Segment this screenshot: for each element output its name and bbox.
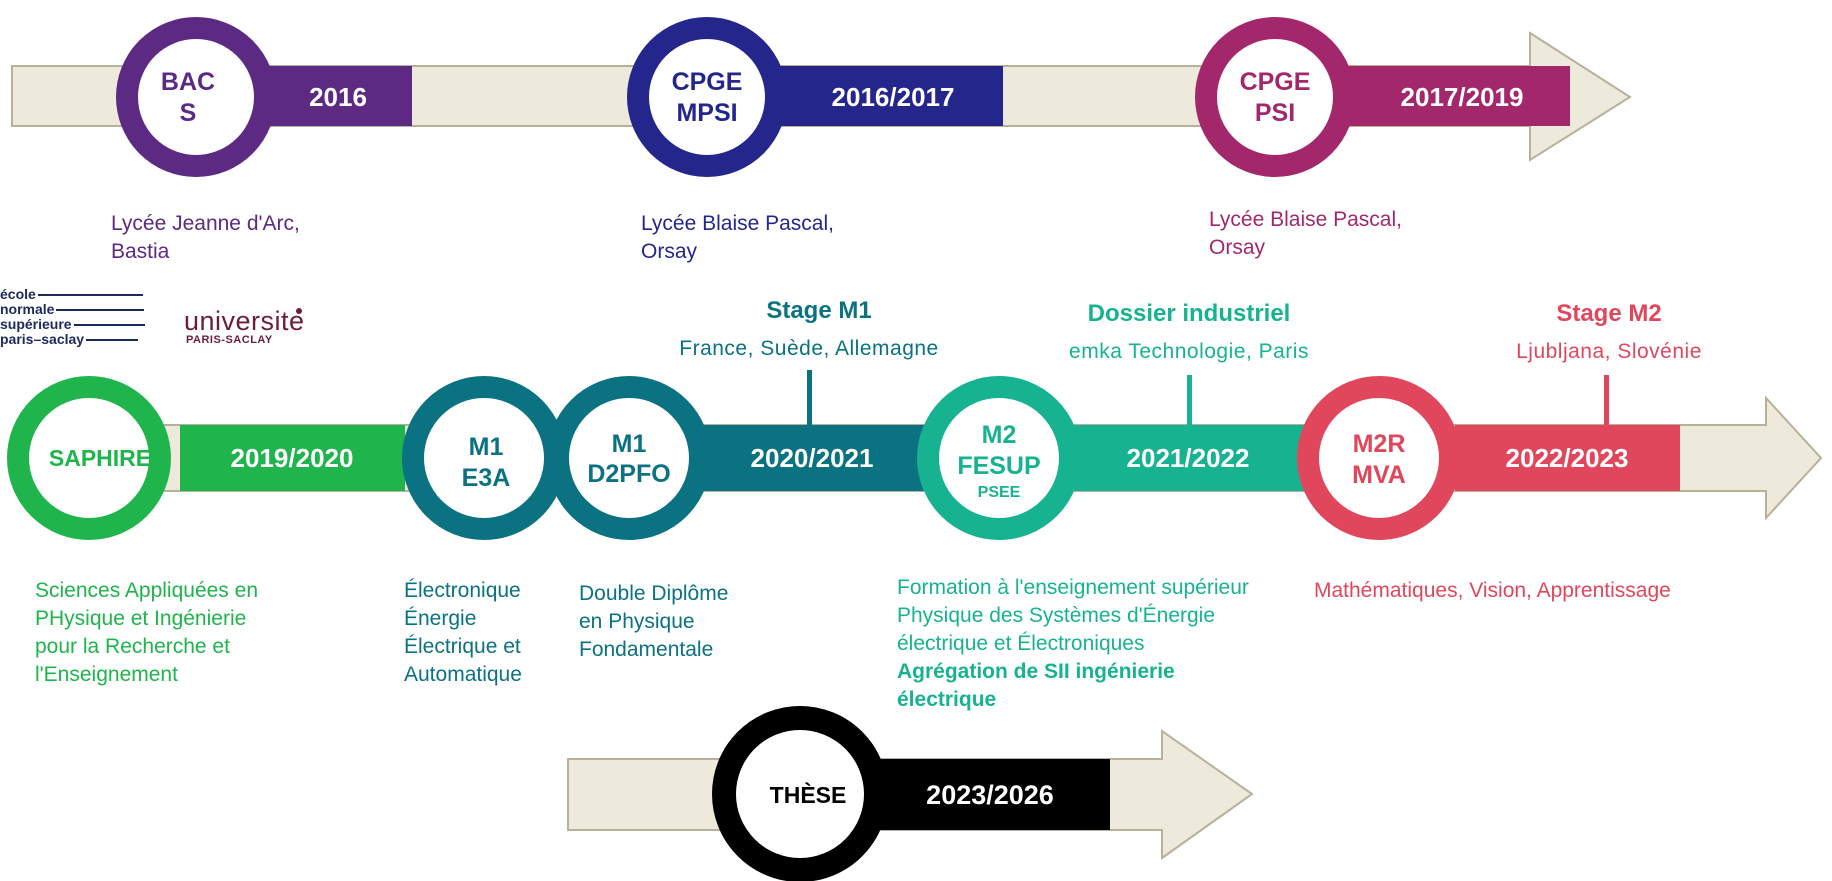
fesup-circle bbox=[917, 376, 1081, 540]
dossier-place: emka Technologie, Paris bbox=[1069, 340, 1309, 363]
ens-logo-line3: supérieure bbox=[0, 316, 72, 332]
dossier-title: Dossier industriel bbox=[1087, 300, 1291, 327]
saphire-description: Sciences Appliquées en PHysique et Ingén… bbox=[35, 579, 258, 686]
fesup-description-bold: Agrégation de SII ingénierie électrique bbox=[897, 660, 1175, 711]
d2pfo-years: 2020/2021 bbox=[751, 443, 874, 473]
bac-location: Lycée Jeanne d'Arc, Bastia bbox=[111, 212, 300, 263]
fesup-circle-line1: M2 bbox=[982, 421, 1017, 449]
saphire-years: 2019/2020 bbox=[231, 443, 354, 473]
d2pfo-circle bbox=[547, 376, 711, 540]
these-circle-label: THÈSE bbox=[770, 781, 847, 808]
ups-logo-dot bbox=[296, 308, 302, 314]
stage-m2-title: Stage M2 bbox=[1556, 300, 1662, 327]
mpsi-circle-line2: MPSI bbox=[676, 99, 737, 127]
ens-logo-line1: école bbox=[0, 286, 36, 302]
bac-circle bbox=[116, 17, 276, 177]
bac-circle-line1: BAC bbox=[161, 68, 215, 96]
fesup-years: 2021/2022 bbox=[1127, 443, 1250, 473]
bac-years: 2016 bbox=[309, 82, 367, 112]
e3a-circle-line2: E3A bbox=[462, 464, 511, 492]
d2pfo-circle-line2: D2PFO bbox=[587, 460, 670, 488]
fesup-circle-line3: PSEE bbox=[978, 484, 1021, 501]
psi-year-bar bbox=[1345, 66, 1570, 126]
bac-circle-line2: S bbox=[180, 99, 197, 127]
ens-logo-line2: normale bbox=[0, 301, 55, 317]
mva-years: 2022/2023 bbox=[1506, 443, 1629, 473]
mva-description: Mathématiques, Vision, Apprentissage bbox=[1314, 579, 1671, 602]
psi-location: Lycée Blaise Pascal, Orsay bbox=[1209, 208, 1402, 259]
ups-logo-line2: PARIS-SACLAY bbox=[186, 334, 273, 346]
d2pfo-description: Double Diplôme en Physique Fondamentale bbox=[579, 582, 729, 661]
ups-logo-line1: universite bbox=[184, 306, 305, 336]
stage-m1-tick bbox=[807, 370, 812, 426]
mpsi-location: Lycée Blaise Pascal, Orsay bbox=[641, 212, 834, 263]
mpsi-years: 2016/2017 bbox=[832, 82, 955, 112]
fesup-description: Formation à l'enseignement supérieur Phy… bbox=[897, 576, 1249, 655]
m1-year-bar bbox=[690, 425, 935, 491]
these-circle bbox=[712, 706, 888, 881]
these-year-bar bbox=[870, 759, 1110, 830]
saphire-circle-label: SAPHIRE bbox=[49, 445, 151, 471]
mva-year-bar bbox=[1455, 425, 1680, 491]
saphire-year-bar bbox=[180, 425, 405, 491]
psi-circle-line1: CPGE bbox=[1240, 68, 1311, 96]
bac-year-bar bbox=[265, 66, 412, 126]
stage-m2-place: Ljubljana, Slovénie bbox=[1516, 340, 1702, 363]
fesup-year-bar bbox=[1070, 425, 1325, 491]
ens-paris-saclay-logo: école normale supérieure paris–saclay bbox=[0, 287, 145, 347]
saphire-circle bbox=[7, 376, 171, 540]
stage-m1-title: Stage M1 bbox=[766, 297, 872, 324]
mva-circle bbox=[1297, 376, 1461, 540]
mpsi-circle-line1: CPGE bbox=[672, 68, 743, 96]
stage-m1-place: France, Suède, Allemagne bbox=[679, 337, 939, 360]
mpsi-year-bar bbox=[780, 66, 1003, 126]
these-years: 2023/2026 bbox=[926, 780, 1054, 810]
mpsi-circle bbox=[627, 17, 787, 177]
e3a-description: Électronique Énergie Électrique et Autom… bbox=[404, 579, 522, 686]
fesup-circle-line2: FESUP bbox=[957, 452, 1040, 480]
stage-m2-tick bbox=[1604, 375, 1609, 426]
psi-circle-line2: PSI bbox=[1255, 99, 1295, 127]
psi-years: 2017/2019 bbox=[1401, 82, 1524, 112]
mva-circle-line1: M2R bbox=[1353, 430, 1406, 458]
e3a-circle-line1: M1 bbox=[469, 433, 504, 461]
mva-circle-line2: MVA bbox=[1352, 461, 1406, 489]
psi-circle bbox=[1195, 17, 1355, 177]
universite-paris-saclay-logo: universite PARIS-SACLAY bbox=[184, 306, 305, 347]
d2pfo-circle-line1: M1 bbox=[612, 430, 647, 458]
ens-logo-line4: paris–saclay bbox=[0, 331, 85, 347]
dossier-tick bbox=[1187, 375, 1192, 426]
